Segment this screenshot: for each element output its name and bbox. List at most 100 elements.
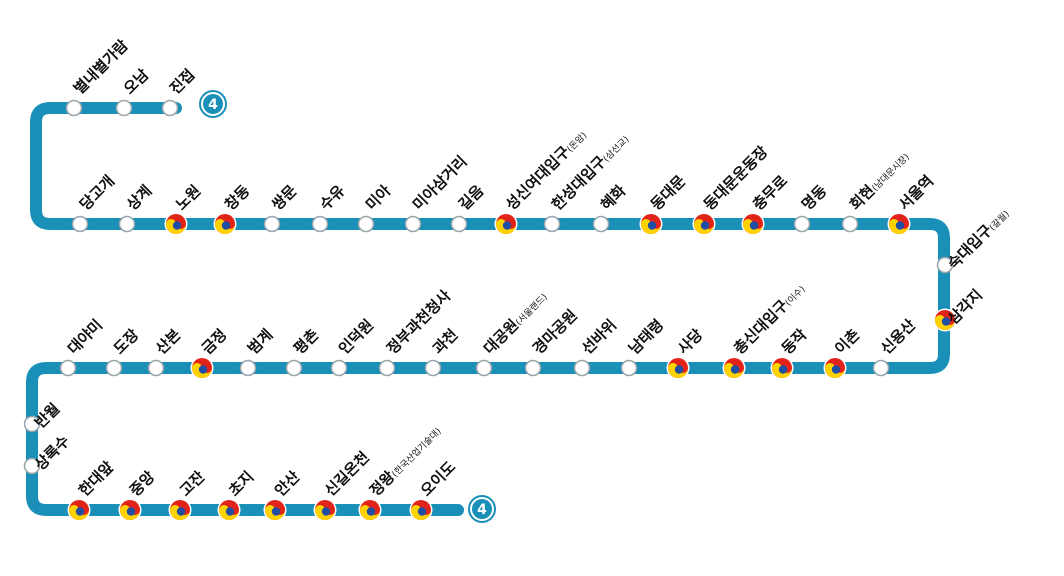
station-label: 상계	[123, 182, 155, 214]
station-name: 수유	[316, 181, 348, 213]
station-name: 이촌	[831, 325, 863, 357]
station-subname: (서울랜드)	[514, 292, 550, 328]
station-marker	[118, 215, 136, 233]
transfer-icon-blue	[126, 507, 136, 516]
station-marker	[263, 215, 281, 233]
station-label: 숙대입구(갈월)	[944, 204, 1012, 272]
station-marker	[161, 99, 179, 117]
station-name: 진접	[166, 66, 198, 98]
station-name: 고잔	[176, 467, 208, 499]
station-label: 도장	[110, 325, 142, 357]
station-label: 동작	[778, 325, 810, 357]
station-name: 안산	[271, 467, 303, 499]
station-label: 범계	[244, 326, 276, 358]
station-marker	[23, 457, 41, 475]
station-label: 이촌	[831, 325, 863, 357]
station-name: 미아	[362, 181, 394, 213]
station-label: 오이도	[417, 458, 459, 500]
station-name: 대야미	[64, 316, 106, 358]
transfer-icon-blue	[321, 507, 331, 516]
station-name: 과천	[429, 326, 461, 358]
transfer-icon-blue	[674, 365, 684, 374]
station-name: 평촌	[290, 325, 322, 357]
line-badge-circle	[203, 94, 223, 114]
station-name: 서울역	[895, 172, 937, 214]
line-number-badge-top: 4	[199, 90, 227, 118]
station-name: 쌍문	[268, 181, 300, 213]
station-subname: (삼선교)	[601, 134, 631, 164]
station-name: 동대문	[647, 172, 689, 214]
station-marker	[524, 359, 542, 377]
route-line	[26, 102, 950, 516]
station-label: 산본	[152, 325, 184, 357]
transfer-icon-blue	[225, 507, 235, 516]
station-label: 미아	[362, 181, 394, 213]
station-name: 신길온천	[321, 448, 373, 500]
station-marker	[543, 215, 561, 233]
station-marker	[793, 215, 811, 233]
station-name: 충무로	[749, 172, 791, 214]
transfer-icon-blue	[176, 507, 186, 516]
station-label: 충무로	[749, 172, 791, 214]
transfer-icon-blue	[941, 317, 951, 326]
station-label: 고잔	[176, 467, 208, 499]
station-marker	[239, 359, 257, 377]
station-name: 도장	[110, 325, 142, 357]
station-label: 금정	[198, 326, 230, 358]
station-label: 쌍문	[268, 181, 300, 213]
station-name: 중앙	[126, 467, 158, 499]
station-marker	[573, 359, 591, 377]
station-label: 안산	[271, 467, 303, 499]
transfer-icon-blue	[172, 221, 182, 230]
station-name: 상계	[123, 182, 155, 214]
station-name: 범계	[244, 326, 276, 358]
station-label: 동대문	[647, 172, 689, 214]
station-marker	[404, 215, 422, 233]
station-label: 노원	[172, 182, 204, 214]
station-label: 길음	[455, 181, 487, 213]
station-name: 동작	[778, 325, 810, 357]
line-badge-number: 4	[477, 502, 487, 518]
station-name: 금정	[198, 326, 230, 358]
station-name: 초지	[225, 468, 257, 500]
station-subname: (남대문시장)	[870, 152, 912, 194]
transfer-icon-blue	[198, 365, 208, 374]
station-label: 중앙	[126, 467, 158, 499]
station-name: 노원	[172, 182, 204, 214]
station-label: 선바위	[578, 316, 620, 358]
station-name: 숙대입구	[944, 221, 996, 273]
line-badge-number: 4	[208, 97, 218, 113]
station-marker	[592, 215, 610, 233]
station-51[interactable]: 오이도	[409, 458, 460, 522]
station-label: 오남	[120, 65, 152, 97]
station-subname: (이수)	[783, 284, 807, 308]
route-line-layer	[26, 102, 950, 516]
transfer-icon-blue	[831, 365, 841, 374]
station-label: 초지	[225, 468, 257, 500]
station-name: 오남	[120, 65, 152, 97]
station-label: 창동	[221, 181, 253, 213]
station-name: 사당	[674, 325, 706, 357]
station-label: 신용산	[877, 316, 919, 358]
station-26[interactable]: 동작	[770, 325, 811, 380]
transfer-icon-blue	[221, 221, 231, 230]
station-label: 평촌	[290, 325, 322, 357]
station-marker	[330, 359, 348, 377]
station-7[interactable]: 창동	[213, 181, 254, 236]
line-number-badge-bottom: 4	[468, 495, 496, 523]
station-label: 대야미	[64, 316, 106, 358]
station-label: 수유	[316, 181, 348, 213]
transfer-icon-blue	[366, 507, 376, 516]
station-marker	[311, 215, 329, 233]
station-subname: (갈월)	[987, 208, 1012, 233]
station-marker	[450, 215, 468, 233]
station-marker	[71, 215, 89, 233]
transfer-icon-blue	[647, 221, 657, 230]
station-name: 혜화	[597, 181, 629, 213]
transfer-icon-blue	[895, 221, 905, 230]
station-label: 성신여대입구(돈암)	[502, 126, 590, 214]
station-marker	[620, 359, 638, 377]
station-label: 인덕원	[335, 316, 377, 358]
